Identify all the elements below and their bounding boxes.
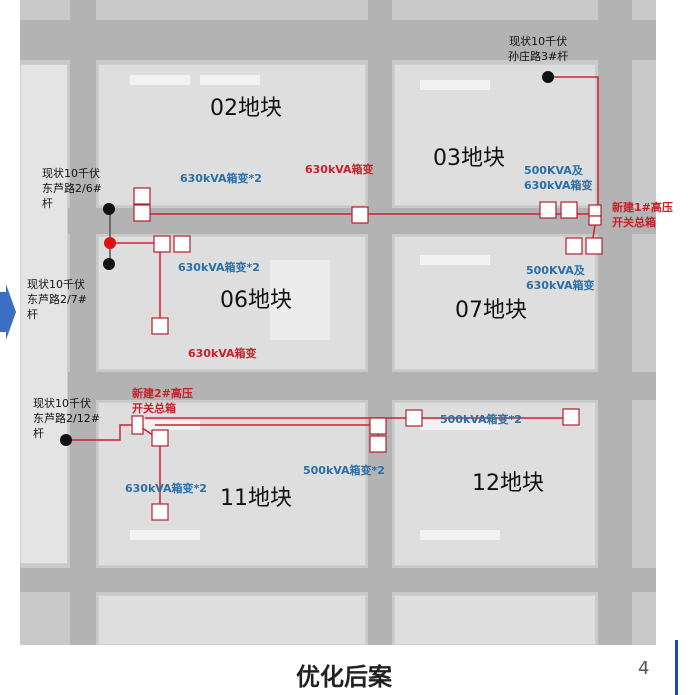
pole-label-donglu-2-7: 现状10千伏东芦路2/7#杆 xyxy=(27,278,87,321)
cable-line xyxy=(155,424,379,442)
existing-pole-sunzhuang-3 xyxy=(542,71,554,83)
transformer-box xyxy=(153,235,171,253)
plot-02-area xyxy=(98,64,366,206)
transformer-box xyxy=(133,204,151,222)
plot-label: 02地块 xyxy=(210,96,282,121)
transformer-label: 630kVA箱变 xyxy=(305,163,374,176)
road xyxy=(20,20,656,60)
transformer-box xyxy=(539,201,557,219)
transformer-box xyxy=(173,235,191,253)
road xyxy=(20,568,656,592)
switch-box-1 xyxy=(588,215,602,226)
arrow-icon xyxy=(0,284,16,340)
plot-label: 06地块 xyxy=(220,288,292,313)
transformer-box xyxy=(151,429,169,447)
west-strip xyxy=(20,64,68,564)
transformer-box xyxy=(351,206,369,224)
cable-line xyxy=(548,76,599,208)
existing-pole-donglu-2-7b xyxy=(103,258,115,270)
transformer-box xyxy=(585,237,603,255)
transformer-box xyxy=(405,409,423,427)
transformer-box xyxy=(562,408,580,426)
transformer-box xyxy=(151,317,169,335)
switch-box-1 xyxy=(588,204,602,217)
accent-divider xyxy=(675,640,678,695)
transformer-label: 630kVA箱变*2 xyxy=(125,482,207,495)
transformer-label: 630kVA箱变*2 xyxy=(180,172,262,185)
transformer-box xyxy=(151,503,169,521)
transformer-box xyxy=(369,435,387,453)
switch-box-1-label: 新建1#高压开关总箱 xyxy=(612,201,673,229)
transformer-label: 500kVA箱变*2 xyxy=(303,464,385,477)
transformer-label: 500kVA箱变*2 xyxy=(440,413,522,426)
transformer-label: 630kVA箱变*2 xyxy=(178,261,260,274)
transformer-box xyxy=(369,417,387,435)
cable-line xyxy=(66,424,140,441)
site-plan-map xyxy=(20,0,656,645)
existing-pole-donglu-2-12 xyxy=(60,434,72,446)
road xyxy=(70,0,96,645)
pole-label-sunzhuang: 现状10千伏孙庄路3#杆 xyxy=(508,35,569,63)
road xyxy=(598,0,632,645)
pole-label-donglu-2-12: 现状10千伏东芦路2/12#杆 xyxy=(33,397,100,440)
page-number: 4 xyxy=(638,658,650,679)
transformer-box xyxy=(560,201,578,219)
road xyxy=(20,372,656,400)
transformer-box xyxy=(565,237,583,255)
plot-label: 11地块 xyxy=(220,486,292,511)
transformer-label: 630kVA箱变 xyxy=(188,347,257,360)
pole-label-donglu-2-6: 现状10千伏东芦路2/6#杆 xyxy=(42,167,102,210)
existing-pole-donglu-2-6 xyxy=(103,203,115,215)
block-south xyxy=(98,595,366,645)
transformer-box xyxy=(133,187,151,205)
slide-title: 优化后案 xyxy=(296,663,392,691)
block-south xyxy=(394,595,596,645)
plot-label: 12地块 xyxy=(472,471,544,496)
road xyxy=(368,0,392,645)
plot-label: 07地块 xyxy=(455,298,527,323)
existing-pole-donglu-2-7 xyxy=(104,237,116,249)
switch-box-2-label: 新建2#高压开关总箱 xyxy=(132,387,193,415)
plot-label: 03地块 xyxy=(433,146,505,171)
switch-box-2 xyxy=(131,415,144,435)
